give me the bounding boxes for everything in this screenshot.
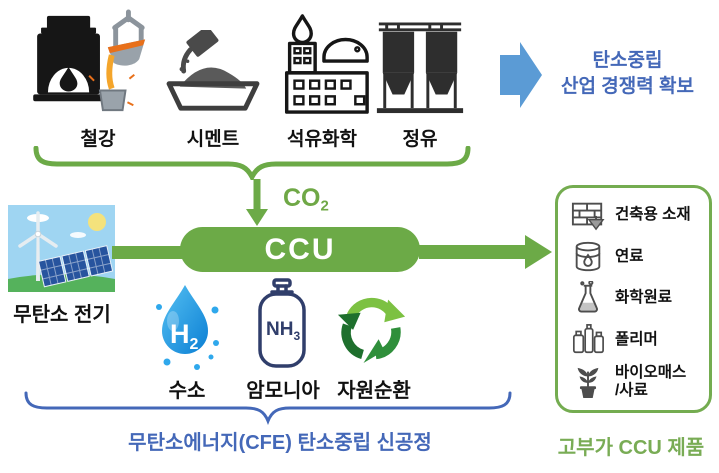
industry-label-petrochemical: 석유화학 <box>287 129 357 150</box>
right-block-arrow-icon <box>500 42 542 108</box>
industry-label-cement: 시멘트 <box>186 129 240 150</box>
input-label-hydrogen: 수소 <box>168 380 206 402</box>
benefit-text: 탄소중립 산업 경쟁력 확보 <box>540 48 715 100</box>
steel-furnace-icon <box>32 4 164 116</box>
right-arrow-icon <box>419 235 552 269</box>
co2-label: CO2 <box>283 184 329 215</box>
industry-label-refinery: 정유 <box>402 129 438 150</box>
benefit-line2: 산업 경쟁력 확보 <box>561 76 694 98</box>
renewable-energy-illustration <box>8 205 115 292</box>
product-label: 화학원료 <box>615 289 673 307</box>
petrochemical-plant-icon <box>272 4 372 116</box>
ccu-box: CCU <box>180 227 420 272</box>
products-box: 건축용 소재 연료 화학원료 <box>555 185 712 413</box>
ccu-label: CCU <box>264 232 336 266</box>
industry-steel: 철강 <box>26 4 170 151</box>
input-label-recycle: 자원순환 <box>337 380 411 402</box>
bottom-brace <box>24 391 512 425</box>
product-label: 건축용 소재 <box>615 206 691 224</box>
product-row: 연료 <box>571 240 701 274</box>
process-caption: 무탄소에너지(CFE) 탄소중립 신공정 <box>128 432 432 454</box>
industry-petrochemical: 석유화학 <box>264 4 380 151</box>
chemical-flask-icon <box>578 281 598 313</box>
product-row: 화학원료 <box>571 281 701 315</box>
electricity-connector-line <box>112 246 184 259</box>
top-brace <box>33 146 471 180</box>
biomass-plant-icon <box>577 368 599 399</box>
input-label-ammonia: 암모니아 <box>246 380 320 402</box>
ammonia-cylinder-icon: NH3 <box>258 278 306 368</box>
product-label: 폴리머 <box>615 330 658 348</box>
product-row: 바이오매스 /사료 <box>571 364 701 400</box>
recycle-icon <box>337 297 406 363</box>
hydrogen-droplet-icon: H2 <box>156 285 219 370</box>
bricks-trowel-icon <box>571 202 605 231</box>
svg-text:H2: H2 <box>170 319 199 353</box>
products-caption: 고부가 CCU 제품 <box>557 437 705 459</box>
benefit-line1: 탄소중립 <box>592 50 663 71</box>
product-label: 바이오매스 /사료 <box>615 364 687 400</box>
product-label: 연료 <box>615 247 644 265</box>
product-row: 건축용 소재 <box>571 198 701 232</box>
down-arrow-icon <box>246 179 268 226</box>
cement-icon <box>165 4 261 116</box>
fuel-barrel-icon <box>575 241 601 271</box>
industry-label-steel: 철강 <box>80 129 116 150</box>
industry-cement: 시멘트 <box>164 4 262 151</box>
product-row: 폴리머 <box>571 323 701 357</box>
refinery-silos-icon <box>371 4 469 116</box>
polymer-bottles-icon <box>572 323 604 353</box>
electricity-label: 무탄소 전기 <box>13 304 111 326</box>
industry-refinery: 정유 <box>370 4 470 151</box>
svg-text:NH3: NH3 <box>266 319 300 343</box>
